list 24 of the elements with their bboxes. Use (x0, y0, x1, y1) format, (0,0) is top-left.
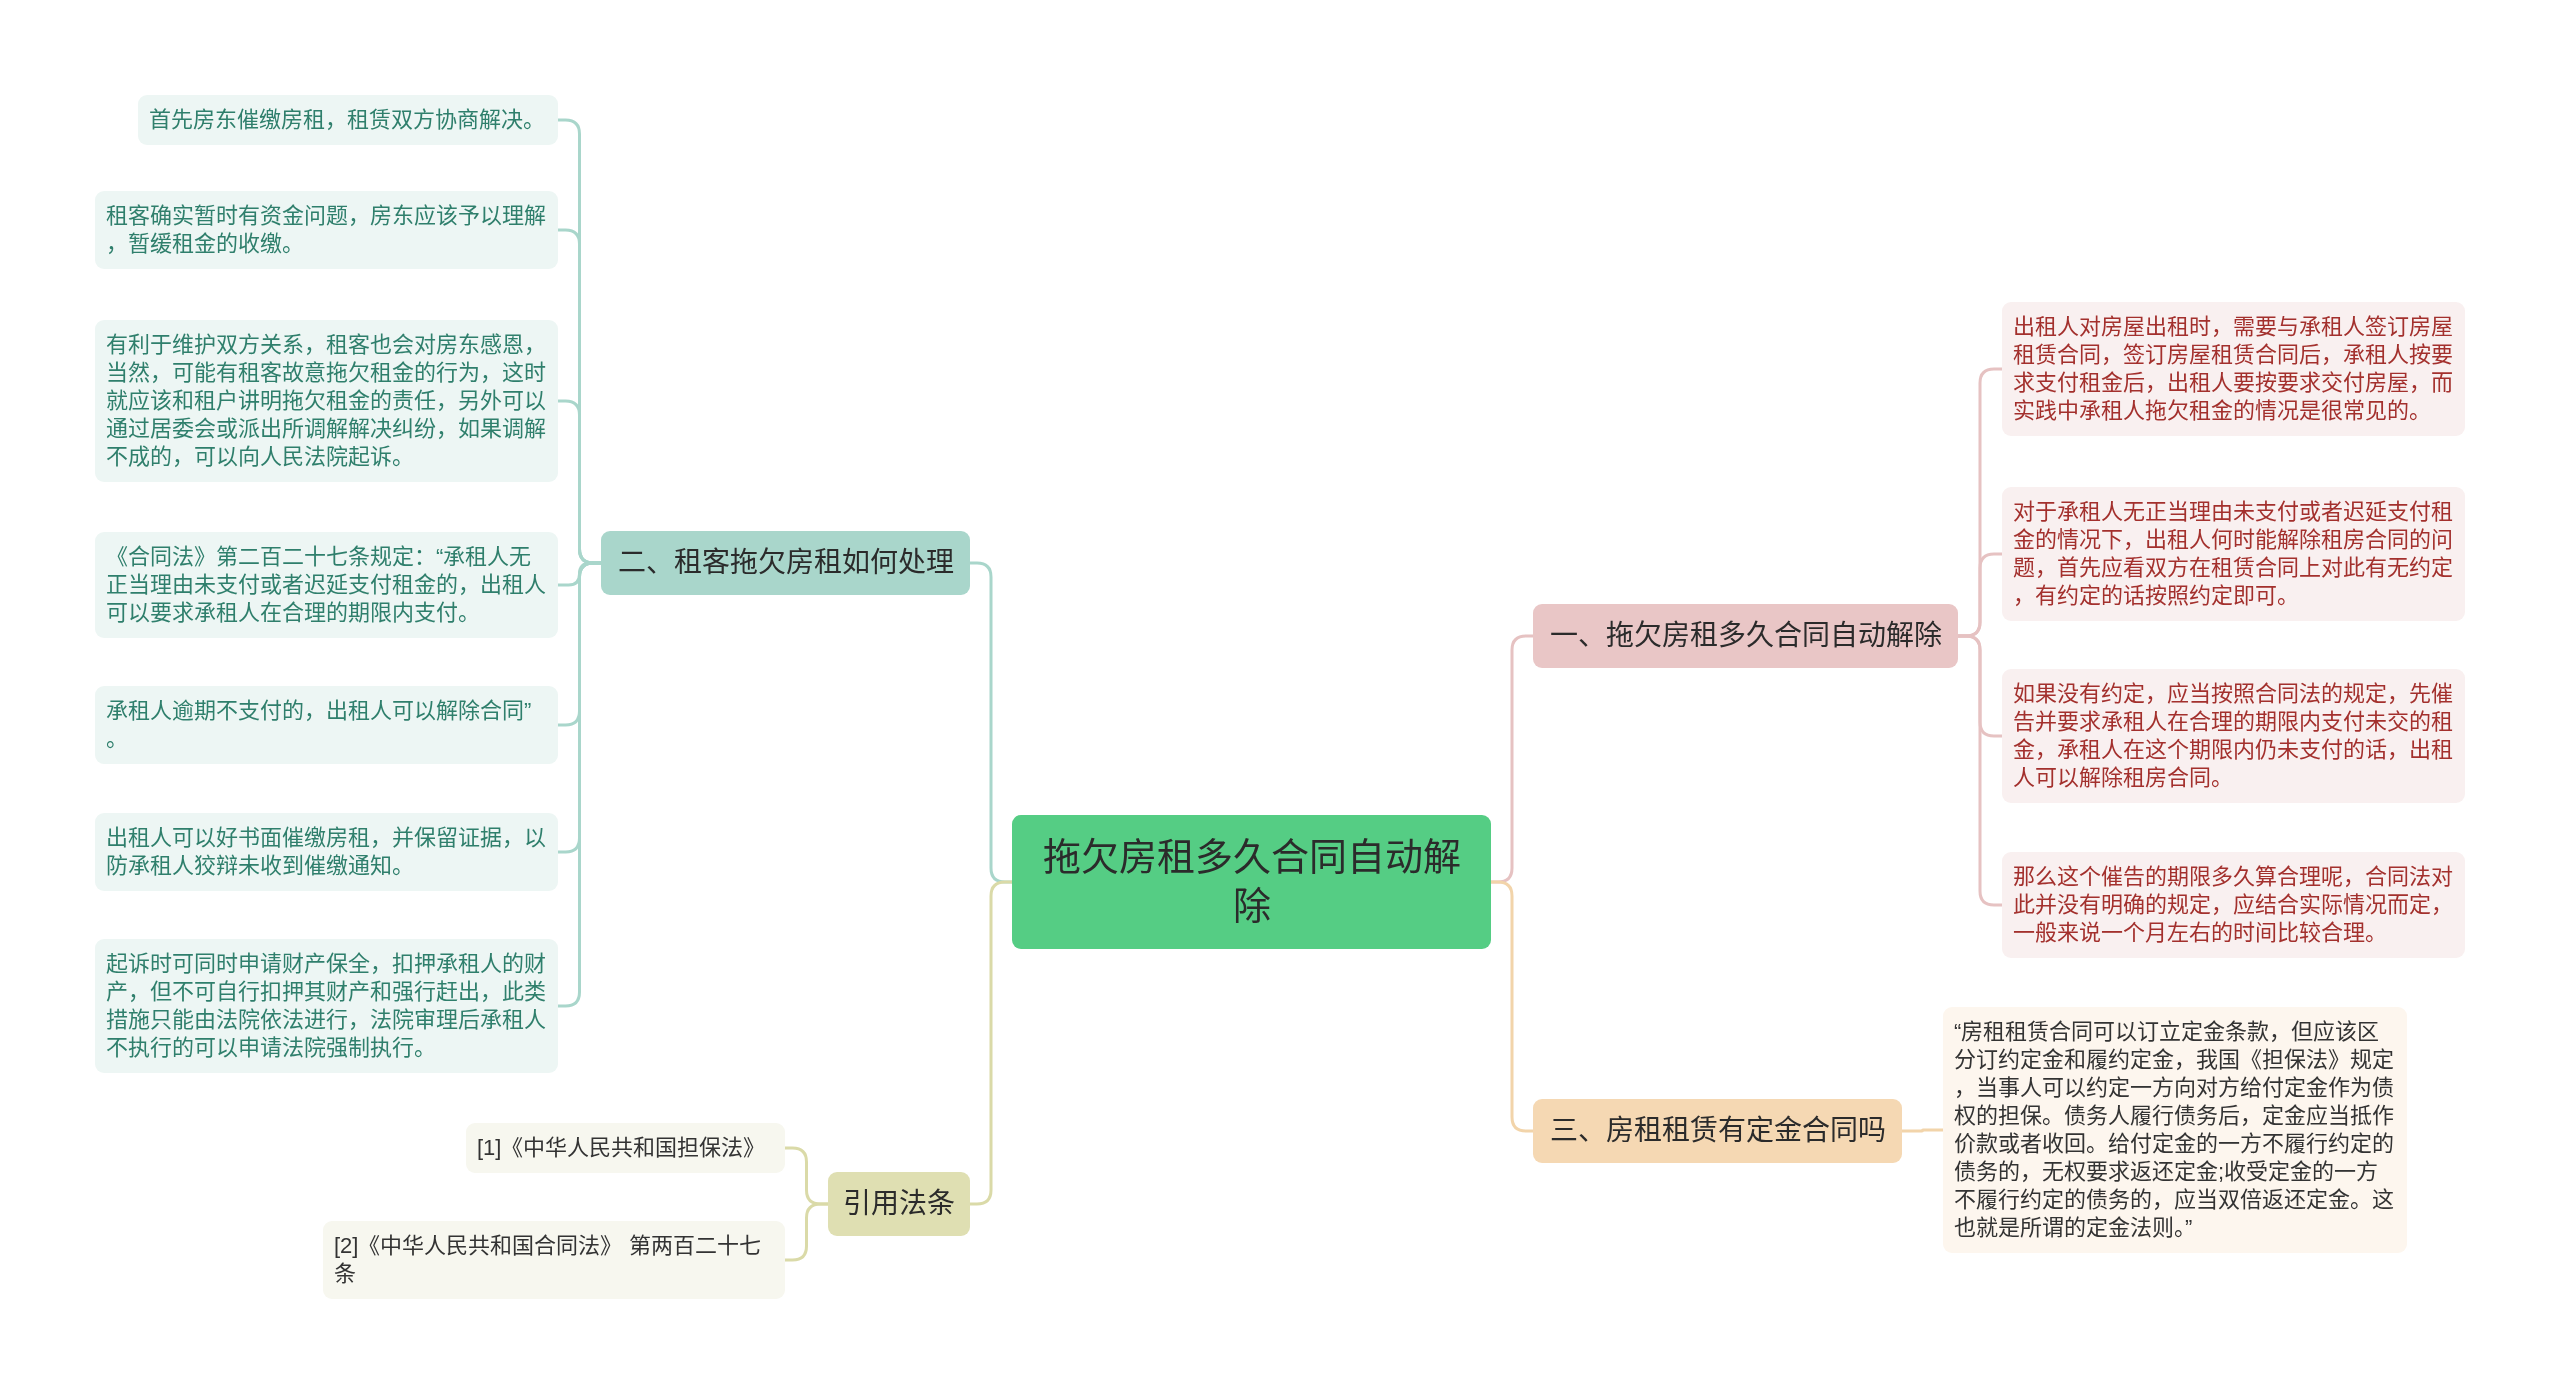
branch-topic-box: 一、拖欠房租多久合同自动解除 (1533, 604, 1958, 668)
branch-topic-box: 三、房租租赁有定金合同吗 (1533, 1099, 1902, 1163)
connector-line (558, 561, 601, 1008)
central-topic-box: 拖欠房租多久合同自动解除 (1012, 815, 1491, 949)
note-box: 首先房东催缴房租，租赁双方协商解决。 (138, 95, 558, 145)
note-box: 起诉时可同时申请财产保全，扣押承租人的财产，但不可自行扣押其财产和强行赶出，此类措施只能由法院依法进行，法院审理后承租人不执行的可以申请法院强制执行。 (95, 939, 558, 1073)
connector-line (1491, 880, 1533, 1133)
note-box: 对于承租人无正当理由未支付或者迟延支付租金的情况下，出租人何时能解除租房合同的问题，首先应看双方在租赁合同上对此有无约定，有约定的话按照约定即可。 (2002, 487, 2465, 621)
note-box: 租客确实暂时有资金问题，房东应该予以理解，暂缓租金的收缴。 (95, 191, 558, 269)
reference-box: [2]《中华人民共和国合同法》 第两百二十七条 (323, 1221, 785, 1299)
connector-line (1902, 1128, 1943, 1133)
note-box: 出租人可以好书面催缴房租，并保留证据，以防承租人狡辩未收到催缴通知。 (95, 813, 558, 891)
note-box: “房租租赁合同可以订立定金条款，但应该区分订约定金和履约定金，我国《担保法》规定，当事人可以约定一方向对方给付定金作为债权的担保。债务人履行债务后，定金应当抵作价款或者收回。给付定金的一方不履行约定的债务的，无权要求返还定金;收受定金的一方不履行约定的债务的，应当双倍返还定金。这也就是所谓的定金法则。” (1943, 1007, 2407, 1253)
branch-topic-box: 二、租客拖欠房租如何处理 (601, 531, 970, 595)
note-box: 如果没有约定，应当按照合同法的规定，先催告并要求承租人在合理的期限内支付未交的租金，承租人在这个期限内仍未支付的话，出租人可以解除租房合同。 (2002, 669, 2465, 803)
note-box: 承租人逾期不支付的，出租人可以解除合同”。 (95, 686, 558, 764)
connector-line (1958, 634, 2002, 907)
note-box: 《合同法》第二百二十七条规定：“承租人无正当理由未支付或者迟延支付租金的，出租人可以要求承租人在合理的期限内支付。 (95, 532, 558, 638)
note-box: 出租人对房屋出租时，需要与承租人签订房屋租赁合同，签订房屋租赁合同后，承租人按要求支付租金后，出租人要按要求交付房屋，而实践中承租人拖欠租金的情况是很常见的。 (2002, 302, 2465, 436)
note-box: 有利于维护双方关系，租客也会对房东感恩，当然，可能有租客故意拖欠租金的行为，这时就应该和租户讲明拖欠租金的责任，另外可以通过居委会或派出所调解解决纠纷，如果调解不成的，可以向人民法院起诉。 (95, 320, 558, 482)
connector-line (970, 880, 1012, 1206)
note-box: 那么这个催告的期限多久算合理呢，合同法对此并没有明确的规定，应结合实际情况而定，一般来说一个月左右的时间比较合理。 (2002, 852, 2465, 958)
branch-topic-box: 引用法条 (828, 1172, 970, 1236)
reference-box: [1]《中华人民共和国担保法》 (466, 1123, 785, 1173)
